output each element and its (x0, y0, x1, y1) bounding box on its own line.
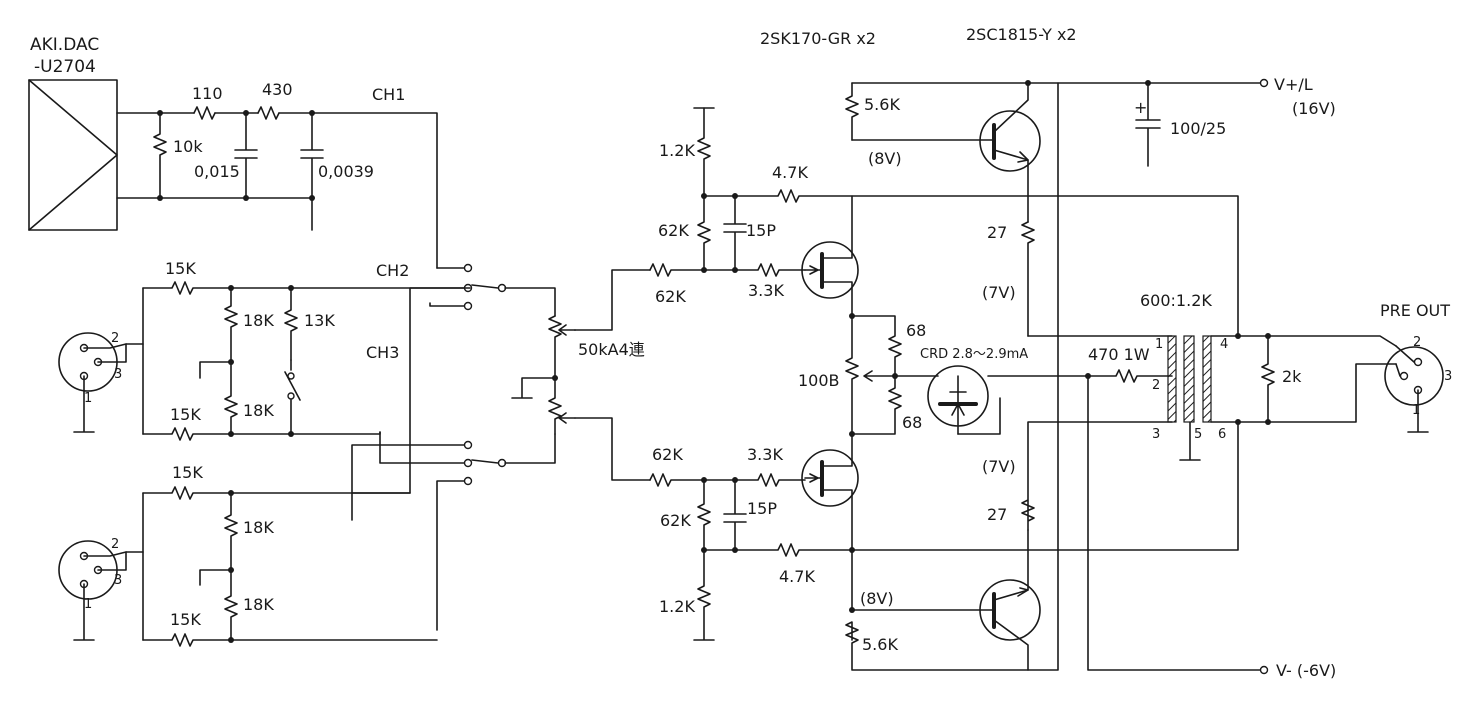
ch3-pin1: 1 (84, 597, 92, 612)
ch2-xlr-input: 2 3 1 15K 15K 18K 18K 13K (58, 259, 471, 441)
filter-c1-label: 0,015 (194, 162, 240, 181)
supply-cap: + 100/25 V+/L (16V) V- (-6V) (1134, 75, 1336, 680)
bot-r-div: 62K (660, 511, 691, 530)
ch2-r-div1: 18K (243, 311, 274, 330)
ch3-r-div1: 18K (243, 518, 274, 537)
ch3-r-bot: 15K (170, 610, 201, 629)
vplus-label: V+/L (1274, 75, 1313, 94)
xfmr-pin6: 6 (1218, 427, 1226, 442)
top-r-gate: 3.3K (748, 281, 784, 300)
ch3-pin3: 3 (114, 573, 122, 588)
source-network: 68 68 100B CRD 2.8～2.9mA (798, 313, 1089, 437)
bot-r-fb: 4.7K (779, 567, 815, 586)
vminus-label: V- (-6V) (1276, 661, 1336, 680)
amplifier-top: 62K 1.2K 62K 15P 3.3K 4.7K (649, 107, 1239, 337)
src-pot: 100B (798, 371, 840, 390)
ch2-pin1: 1 (84, 391, 92, 406)
ch3-r-top: 15K (172, 463, 203, 482)
filter-r1-label: 110 (192, 84, 223, 103)
filter-r3-label: 10k (173, 137, 203, 156)
xfmr-pin3: 3 (1152, 427, 1160, 442)
src-r-bot: 68 (902, 413, 922, 432)
load-resistor-label: 2k (1282, 367, 1302, 386)
bot-r-bias: 1.2K (659, 597, 695, 616)
ch2-r-mute: 13K (304, 311, 335, 330)
ch2-r-bot: 15K (170, 405, 201, 424)
vplus-value: (16V) (1292, 99, 1336, 118)
ch2-label: CH2 (376, 261, 409, 280)
volume-label: 50kA4連 (578, 340, 645, 359)
ch3-xlr-input: 2 3 1 15K 15K 18K 18K (58, 463, 438, 647)
cap-plus: + (1134, 98, 1147, 117)
out-pin2: 2 (1413, 335, 1421, 350)
xfmr-pin1: 1 (1155, 337, 1163, 352)
ch2-pin2: 2 (111, 331, 119, 346)
bot-v-base: (8V) (860, 589, 894, 608)
bot-r-base: 5.6K (862, 635, 898, 654)
transformer-ratio: 600:1.2K (1140, 291, 1212, 310)
top-r-in: 62K (655, 287, 686, 306)
volume-pot: 50kA4連 (511, 269, 651, 481)
amplifier-bottom: 62K 3.3K 62K 15P 4.7K 1.2K (649, 421, 1239, 641)
bot-r-gate: 3.3K (747, 445, 783, 464)
filter-c2-label: 0,0039 (318, 162, 374, 181)
ch2-r-top: 15K (165, 259, 196, 278)
filter-r2-label: 430 (262, 80, 293, 99)
output-transformer: 470 1W 600:1.2K 2k 1 2 3 4 5 6 (1087, 291, 1302, 461)
ch3-r-div2: 18K (243, 595, 274, 614)
top-v-emitter: (7V) (982, 283, 1016, 302)
bot-r-emitter: 27 (987, 505, 1007, 524)
bot-r-in: 62K (652, 445, 683, 464)
dac-model: -U2704 (34, 57, 96, 77)
ch3-pin2: 2 (111, 537, 119, 552)
top-r-emitter: 27 (987, 223, 1007, 242)
ch2-r-div2: 18K (243, 401, 274, 420)
top-r-div: 62K (658, 221, 689, 240)
src-r-top: 68 (906, 321, 926, 340)
xfmr-pin4: 4 (1220, 337, 1228, 352)
out-pin3: 3 (1444, 369, 1452, 384)
ch1-label: CH1 (372, 85, 405, 104)
top-r-bias: 1.2K (659, 141, 695, 160)
ch3-label: CH3 (366, 343, 399, 362)
out-pin1: 1 (1412, 403, 1420, 418)
xfmr-pin5: 5 (1194, 427, 1202, 442)
top-v-base: (8V) (868, 149, 902, 168)
pre-out-xlr: PRE OUT 2 3 1 (1267, 301, 1452, 433)
dac-title: AKI.DAC (30, 35, 99, 55)
output-stage: 5.6K (8V) 27 (7V) (8V) 5.6K 27 (7V) (845, 78, 1269, 675)
bot-c-ff: 15P (747, 499, 777, 518)
crd-label: CRD 2.8～2.9mA (920, 347, 1028, 362)
top-r-base: 5.6K (864, 95, 900, 114)
selector-switch-bottom (351, 431, 556, 631)
top-c-ff: 15P (746, 221, 776, 240)
out-resistor-label: 470 1W (1088, 345, 1150, 364)
top-r-fb: 4.7K (772, 163, 808, 182)
pre-out-label: PRE OUT (1380, 301, 1450, 320)
fet-part-label: 2SK170-GR x2 (760, 29, 876, 48)
ch1-filter: 110 430 10k 0,015 0,0039 CH1 (116, 80, 438, 269)
bot-v-emitter: (7V) (982, 457, 1016, 476)
ch2-pin3: 3 (114, 367, 122, 382)
cap-label: 100/25 (1170, 119, 1226, 138)
dac-block (28, 79, 118, 231)
bjt-part-label: 2SC1815-Y x2 (966, 25, 1077, 44)
xfmr-pin2: 2 (1152, 378, 1160, 393)
